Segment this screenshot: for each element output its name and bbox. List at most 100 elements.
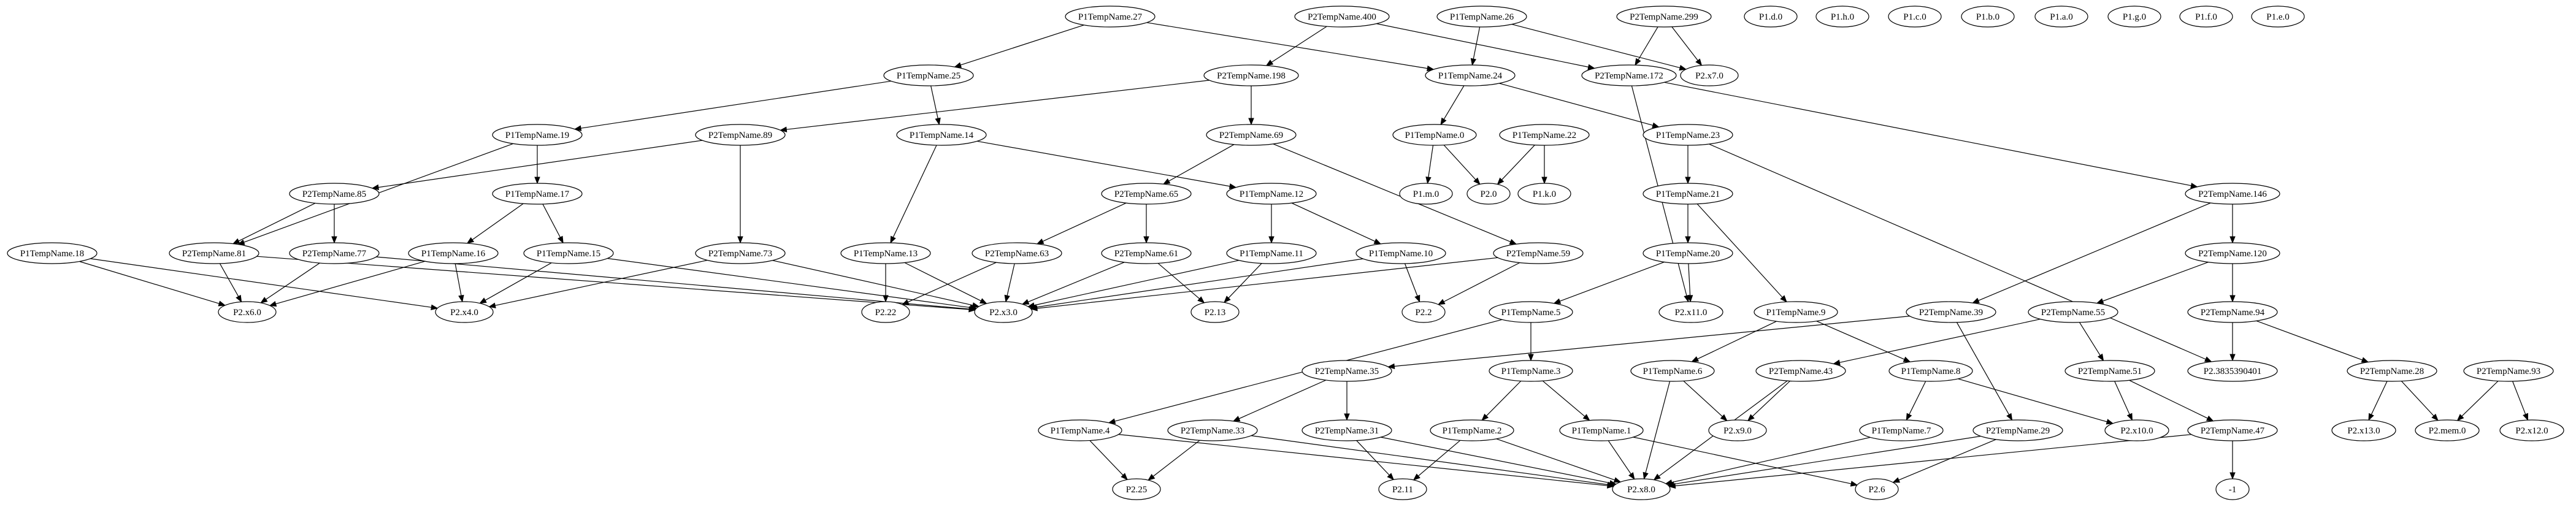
arrowhead-icon [232, 238, 240, 245]
arrowhead-icon [1387, 363, 1395, 370]
node-p1tempname-20: P1TempName.20 [1643, 242, 1733, 264]
node-label: P1TempName.26 [1450, 12, 1514, 22]
arrowhead-icon [954, 62, 962, 68]
arrowhead-icon [890, 235, 896, 244]
edge-p2tempname-31-to-p2-11 [1356, 440, 1395, 481]
edge-line [1709, 143, 2206, 360]
node-p2tempname-65: P2TempName.65 [1101, 183, 1192, 205]
node-p2tempname-73: P2TempName.73 [695, 242, 786, 264]
node-ellipse [1436, 6, 1527, 28]
node-label: P2.x12.0 [2515, 426, 2548, 436]
edge-p2tempname-73-to-p2-x4-0 [488, 259, 708, 308]
arrowhead-icon [1268, 236, 1275, 244]
node-p1tempname-19: P1TempName.19 [492, 124, 583, 146]
edge-line [2114, 381, 2130, 415]
node-ellipse [1906, 301, 1996, 323]
arrowhead-icon [779, 126, 788, 132]
node-label: P2TempName.69 [1219, 131, 1283, 140]
arrowhead-icon [260, 297, 268, 303]
edge-line [1291, 202, 1376, 242]
node-ellipse [1425, 64, 1516, 86]
node-label: P1.g.0 [2123, 12, 2146, 22]
edge-p1tempname-25-to-p1tempname-19 [573, 80, 891, 131]
arrowhead-icon [1473, 177, 1481, 185]
node-ellipse [1355, 242, 1446, 264]
edges-layer [79, 22, 2529, 489]
node-p1tempname-17: P1TempName.17 [492, 183, 583, 205]
node-label: P2.x8.0 [1627, 485, 1655, 495]
node-p2-x7-0: P2.x7.0 [1680, 64, 1739, 86]
arrowhead-icon [1906, 413, 1912, 421]
arrowhead-icon [2106, 419, 2114, 425]
edge-line [219, 263, 239, 297]
node-ellipse [2185, 183, 2280, 205]
node-ellipse [1888, 360, 1973, 382]
node-p2tempname-43: P2TempName.43 [1755, 360, 1846, 382]
node-p1tempname-22: P1TempName.22 [1499, 124, 1590, 146]
node-ellipse [2034, 6, 2088, 28]
edge-line [1898, 439, 1996, 481]
edge-p2tempname-28-to-p2-mem-0 [2401, 381, 2439, 421]
edge-p1tempname-4-to-p2-x8-0 [1118, 434, 1615, 489]
node-ellipse [2187, 301, 2278, 323]
edge-p1tempname-4-to-p2-25 [1089, 440, 1128, 481]
node-p2-13: P2.13 [1190, 301, 1240, 323]
node-p2tempname-33: P2TempName.33 [1167, 419, 1258, 441]
edge-line [485, 262, 552, 301]
node-ellipse [2179, 6, 2233, 28]
edge-p2tempname-69-to-p2tempname-59 [1273, 143, 1517, 245]
arrowhead-icon [331, 236, 337, 244]
node-ellipse [1499, 124, 1590, 146]
node-p2tempname-146: P2TempName.146 [2185, 183, 2280, 205]
node-ellipse [2499, 419, 2564, 441]
node-label: P1TempName.25 [897, 71, 960, 81]
edge-p2tempname-69-to-p2tempname-65 [1162, 144, 1235, 185]
node-label: P1TempName.23 [1656, 131, 1720, 140]
node-ellipse [1972, 419, 2063, 441]
edge-line [1251, 435, 1609, 486]
edge-line [1428, 145, 1434, 178]
edge-p1tempname-23-to-p2-3835390401 [1709, 143, 2212, 362]
edge-p1tempname-18-to-p2-x6-0 [79, 261, 226, 307]
node-label: P1TempName.10 [1369, 249, 1433, 259]
edge-line [1496, 438, 1615, 481]
node-ellipse [435, 301, 494, 323]
node-label: P2.x9.0 [1723, 426, 1752, 436]
node-ellipse [861, 301, 910, 323]
arrowhead-icon [1509, 238, 1517, 245]
node-label: P1.d.0 [1759, 12, 1782, 22]
node-label: P1TempName.4 [1051, 426, 1110, 436]
node-label: P2.x11.0 [1675, 308, 1708, 318]
node-ellipse [1101, 242, 1192, 264]
edge-line [2129, 379, 2208, 419]
node-label: P2.x10.0 [2120, 426, 2153, 436]
node-ellipse [1226, 242, 1317, 264]
edge-p1tempname-10-to-p2-x3-0 [1029, 258, 1363, 310]
edge-p2tempname-73-to-p2-x3-0 [772, 260, 980, 308]
node-p1tempname-3: P1TempName.3 [1489, 360, 1573, 382]
node-label: P2TempName.172 [1595, 71, 1663, 81]
edge-line [256, 256, 970, 310]
node-label: P2TempName.94 [2201, 308, 2265, 318]
arrowhead-icon [2431, 413, 2439, 421]
node-label: P2TempName.81 [182, 249, 246, 259]
arrowhead-icon [1497, 177, 1505, 185]
node-ellipse [1430, 419, 1514, 441]
edge-p2tempname-400-to-p2tempname-172 [1376, 23, 1595, 70]
edge-line [2371, 381, 2388, 415]
edge-p2tempname-400-to-p2tempname-198 [1265, 26, 1327, 66]
arrowhead-icon [1747, 414, 1755, 422]
node-label: P2TempName.120 [2198, 249, 2267, 259]
edge-line [1671, 436, 1871, 483]
node-1: -1 [2215, 478, 2250, 500]
edge-line [2103, 262, 2209, 302]
node-p2-x10-0: P2.x10.0 [2104, 419, 2169, 441]
arrowhead-icon [1248, 118, 1254, 126]
node-label: P2TempName.29 [1986, 426, 2050, 436]
node-label: P1TempName.17 [505, 189, 570, 199]
edge-line [1673, 435, 1981, 485]
arrowhead-icon [1685, 177, 1691, 185]
node-p1tempname-8: P1TempName.8 [1888, 360, 1973, 382]
arrowhead-icon [2229, 295, 2236, 303]
